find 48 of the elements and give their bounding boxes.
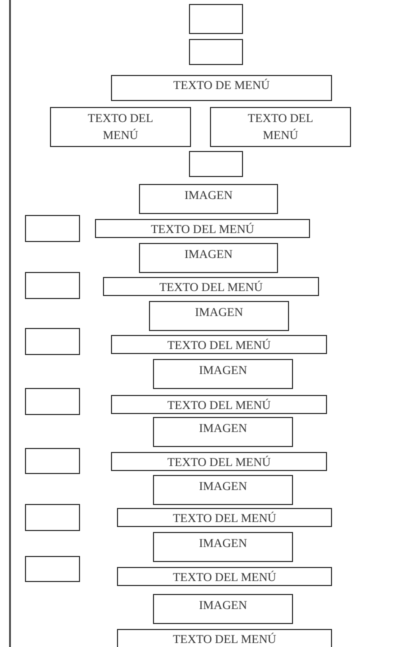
box-label: IMAGEN [195, 305, 243, 319]
empty-box [25, 328, 80, 355]
empty-box [25, 504, 80, 531]
text-box [153, 417, 293, 447]
empty-box [25, 388, 80, 415]
text-box [111, 452, 327, 471]
box-label: IMAGEN [199, 536, 247, 550]
box-label: IMAGEN [199, 598, 247, 612]
box-label: TEXTO DEL MENÚ [86, 110, 154, 144]
empty-box [189, 39, 243, 65]
text-box [153, 359, 293, 389]
box-label: IMAGEN [199, 363, 247, 377]
text-box [103, 277, 319, 296]
text-box [153, 475, 293, 505]
box-label: TEXTO DEL MENÚ [167, 338, 271, 353]
empty-box [25, 448, 80, 474]
box-label: TEXTO DEL MENÚ [172, 570, 276, 585]
text-box [111, 335, 327, 354]
box-label: IMAGEN [184, 188, 232, 202]
empty-box [25, 556, 80, 582]
menu-box [210, 107, 351, 147]
text-box [117, 508, 332, 527]
menu-box [50, 107, 191, 147]
text-box [139, 243, 278, 273]
box-label: TEXTO DEL MENÚ [246, 110, 314, 144]
text-box [117, 629, 332, 647]
box-label: TEXTO DEL MENÚ [167, 398, 271, 413]
text-box [111, 395, 327, 414]
box-label: TEXTO DE MENÚ [173, 78, 270, 93]
box-label: IMAGEN [199, 479, 247, 493]
text-box [95, 219, 310, 238]
text-box [153, 532, 293, 562]
box-label: TEXTO DEL MENÚ [172, 511, 276, 526]
text-box [111, 75, 332, 101]
empty-box [25, 215, 80, 242]
box-label: TEXTO DEL MENÚ [172, 632, 276, 647]
empty-box [25, 272, 80, 299]
text-box [153, 594, 293, 624]
text-box [117, 567, 332, 586]
box-label: IMAGEN [184, 247, 232, 261]
box-label: IMAGEN [199, 421, 247, 435]
box-label: TEXTO DEL MENÚ [159, 280, 263, 295]
empty-box [189, 151, 243, 177]
box-label: TEXTO DEL MENÚ [167, 455, 271, 470]
box-label: TEXTO DEL MENÚ [150, 222, 254, 237]
text-box [149, 301, 289, 331]
text-box [139, 184, 278, 214]
empty-box [189, 4, 243, 34]
